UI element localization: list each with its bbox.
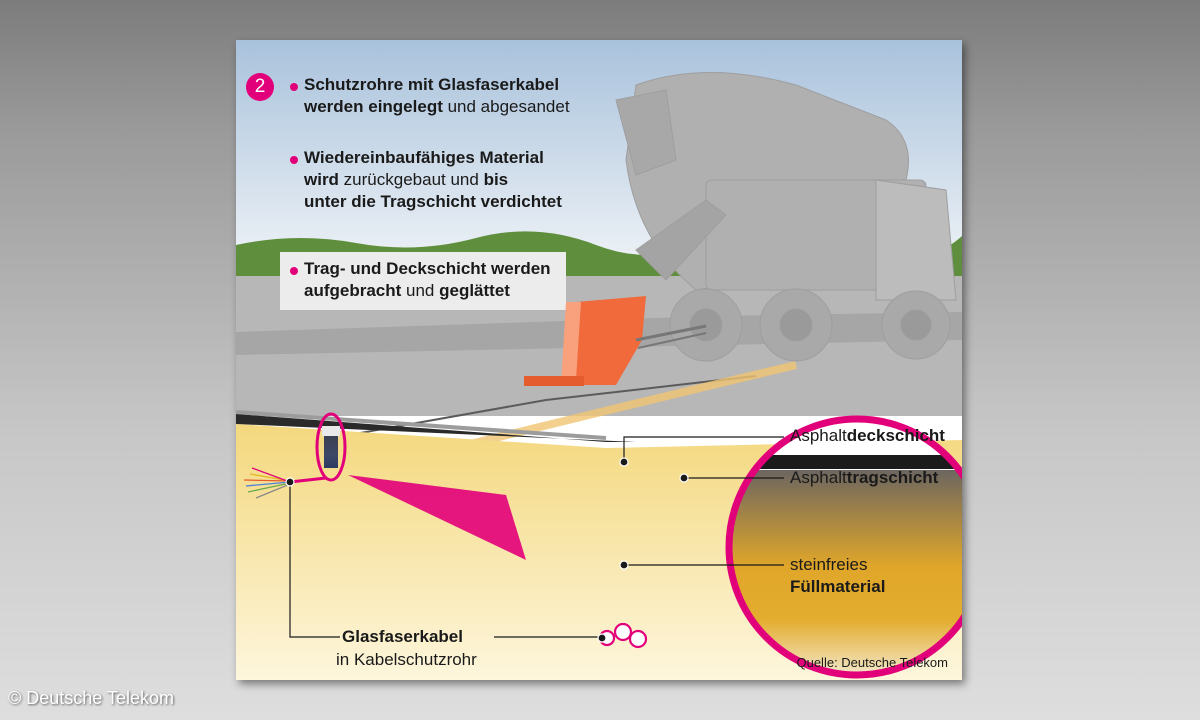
- text-segment: und: [401, 281, 440, 300]
- step2-bullet: [290, 156, 298, 164]
- mixer-truck: [615, 72, 957, 362]
- magnifier-connector: [348, 475, 526, 560]
- leader-lines: [289, 436, 784, 638]
- text-segment: zurückgebaut und: [338, 170, 484, 189]
- construction-scene: [236, 40, 962, 680]
- step-number-badge: 2: [246, 73, 274, 101]
- label-cable-line1: Glasfaserkabel: [342, 627, 463, 646]
- text-segment: Trag- und Deckschicht werden: [304, 259, 551, 278]
- text-segment: werden eingelegt: [304, 97, 443, 116]
- copyright-notice: © Deutsche Telekom: [8, 688, 175, 708]
- text-segment: bis: [483, 170, 509, 189]
- step-line: unter die Tragschicht verdichtet: [304, 191, 562, 213]
- label-asphaltdeckschicht: Asphaltdeckschicht: [790, 425, 945, 447]
- text-segment: Asphalt: [790, 426, 847, 445]
- step3-bullet: [290, 267, 298, 275]
- text-segment: und abgesandet: [442, 97, 570, 116]
- step-line: Trag- und Deckschicht werden: [304, 258, 551, 280]
- text-segment: aufgebracht: [304, 281, 402, 300]
- step-line: werden eingelegt und abgesandet: [304, 96, 570, 118]
- text-segment: Schutzrohre mit Glasfaserkabel: [304, 75, 560, 94]
- text-segment: Asphalt: [790, 468, 847, 487]
- step-line: Wiedereinbaufähiges Material: [304, 147, 562, 169]
- text-segment: wird: [304, 170, 339, 189]
- leader-dots: [285, 457, 689, 643]
- text-segment: unter die Tragschicht verdichtet: [304, 192, 562, 211]
- detail-marker: [315, 412, 347, 482]
- label-fill-line1: steinfreies: [790, 555, 868, 574]
- text-segment: geglättet: [439, 281, 510, 300]
- source-credit: Quelle: Deutsche Telekom: [796, 655, 948, 670]
- step2-text: Wiedereinbaufähiges Material wird zurückg…: [304, 147, 562, 213]
- step3-text: Trag- und Deckschicht werden aufgebracht …: [304, 258, 551, 302]
- label-asphalttragschicht: Asphalttragschicht: [790, 467, 938, 489]
- step3-box: [280, 252, 566, 310]
- magnifier-ring: [725, 415, 962, 679]
- step-line: aufgebracht und geglättet: [304, 280, 551, 302]
- paver-chute: [524, 296, 707, 386]
- label-cable-line2: in Kabelschutzrohr: [336, 650, 477, 669]
- step1-text: Schutzrohre mit Glasfaserkabel werden ein…: [304, 74, 570, 118]
- step-line: Schutzrohre mit Glasfaserkabel: [304, 74, 570, 96]
- text-segment: Wiedereinbaufähiges Material: [304, 148, 544, 167]
- fiber-cable-end: [243, 467, 327, 499]
- step-line: wird zurückgebaut und bis: [304, 169, 562, 191]
- label-fill-line2: Füllmaterial: [790, 577, 886, 596]
- infographic-panel: 2 Schutzrohre mit Glasfaserkabel werden e…: [236, 40, 962, 680]
- cable-tubes: [598, 622, 648, 649]
- text-segment: tragschicht: [846, 468, 939, 487]
- step1-bullet: [290, 83, 298, 91]
- text-segment: deckschicht: [846, 426, 945, 445]
- small-trench: [324, 428, 338, 468]
